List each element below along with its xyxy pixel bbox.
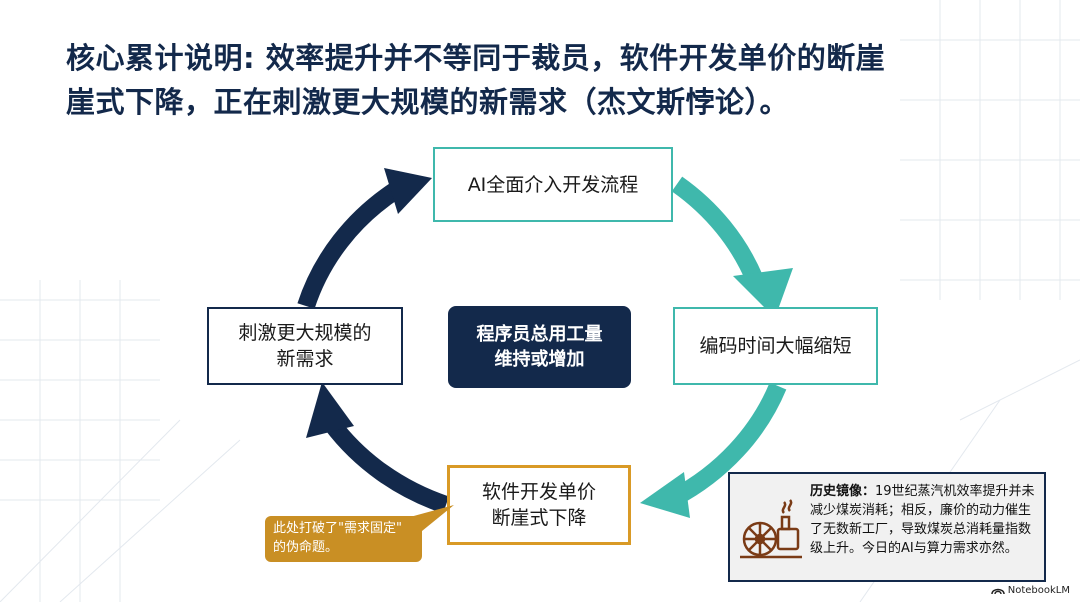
node-price-label-2: 断崖式下降 <box>491 507 587 529</box>
node-demand-label-1: 刺激更大规模的 <box>238 322 372 344</box>
title-line-2: 崖式下降，正在刺激更大规模的新需求（杰文斯悖论）。 <box>66 85 790 119</box>
arrow-head-top-to-right <box>733 268 793 318</box>
arrow-right-to-bottom <box>669 382 787 506</box>
arrow-bottom-to-left <box>324 418 449 514</box>
callout-note: 此处打破了"需求固定" 的伪命题。 <box>265 516 422 562</box>
notebooklm-logo-icon <box>991 588 1005 595</box>
center-label-1: 程序员总用工量 <box>476 324 603 345</box>
center-label-2: 维持或增加 <box>494 349 585 370</box>
center-conclusion-box: 程序员总用工量 维持或增加 <box>448 306 631 388</box>
page-title: 核心累计说明: 效率提升并不等同于裁员，软件开发单价的断崖 崖式下降，正在刺激更… <box>66 36 1026 124</box>
history-body: 19世纪蒸汽机效率提升并未减少煤炭消耗；相反，廉价的动力催生了无数新工厂，导致煤… <box>810 484 1035 556</box>
history-mirror-panel: 历史镜像：19世纪蒸汽机效率提升并未减少煤炭消耗；相反，廉价的动力催生了无数新工… <box>728 472 1046 582</box>
callout-line-1: 此处打破了"需求固定" <box>273 521 402 536</box>
node-coding-time-shortened: 编码时间大幅缩短 <box>673 307 878 385</box>
title-line-1: 核心累计说明: 效率提升并不等同于裁员，软件开发单价的断崖 <box>66 41 886 75</box>
arrow-top-to-right <box>671 176 764 284</box>
brand-watermark: NotebookLM <box>991 585 1070 596</box>
steam-engine-icon <box>740 499 802 559</box>
node-demand-label-2: 新需求 <box>276 348 334 370</box>
history-text: 历史镜像：19世纪蒸汽机效率提升并未减少煤炭消耗；相反，廉价的动力催生了无数新工… <box>810 482 1042 558</box>
arrow-head-bottom-to-left <box>306 382 354 438</box>
history-label: 历史镜像： <box>810 484 876 499</box>
arrow-head-left-to-top <box>384 168 432 214</box>
node-coding-label: 编码时间大幅缩短 <box>699 335 852 357</box>
node-price-label-1: 软件开发单价 <box>481 481 596 503</box>
brand-name: NotebookLM <box>1007 585 1070 596</box>
callout-line-2: 的伪命题。 <box>273 540 339 555</box>
node-unit-price-drop: 软件开发单价 断崖式下降 <box>447 465 631 545</box>
node-ai-label: AI全面介入开发流程 <box>467 173 639 196</box>
arrow-left-to-top <box>297 182 402 309</box>
node-new-demand: 刺激更大规模的 新需求 <box>207 307 403 385</box>
node-ai-in-dev-process: AI全面介入开发流程 <box>433 147 673 222</box>
arrow-head-right-to-bottom <box>640 472 690 518</box>
